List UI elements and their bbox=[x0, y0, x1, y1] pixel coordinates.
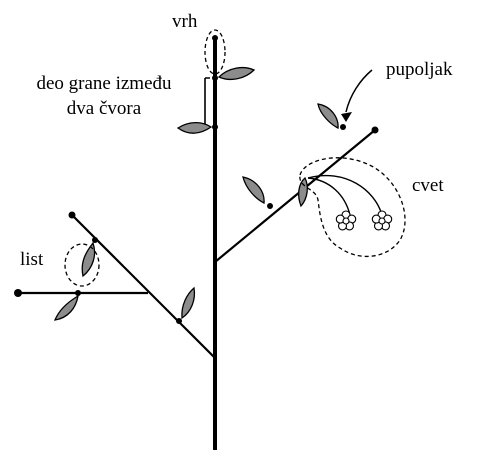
pupoljak-arrow bbox=[345, 69, 373, 113]
left-branch bbox=[71, 214, 216, 359]
leaf-icon bbox=[317, 103, 339, 130]
leaf-icon bbox=[181, 286, 196, 320]
flower-highlight bbox=[299, 157, 406, 258]
leaf-icon bbox=[217, 66, 256, 81]
label-cvet: cvet bbox=[412, 175, 444, 196]
flower-icon bbox=[335, 210, 357, 231]
node-icon bbox=[212, 75, 218, 81]
flower-stalk bbox=[307, 174, 383, 216]
apex-bud bbox=[212, 35, 218, 41]
flower-stalk bbox=[307, 177, 351, 216]
node-icon bbox=[75, 290, 81, 296]
node-icon bbox=[267, 203, 273, 209]
bud-icon bbox=[340, 124, 346, 130]
label-internode-line1: deo grane između bbox=[36, 73, 172, 94]
list-highlight bbox=[64, 243, 100, 287]
leaf-icon bbox=[53, 294, 79, 321]
label-pupoljak: pupoljak bbox=[386, 59, 453, 80]
right-branch-tip-bud bbox=[371, 126, 379, 134]
internode-bracket bbox=[204, 77, 210, 128]
leaf-icon bbox=[81, 241, 96, 278]
flower-icon bbox=[371, 210, 393, 231]
label-vrh: vrh bbox=[172, 11, 198, 32]
sub-branch-tip-bud bbox=[14, 289, 22, 297]
arrowhead-icon bbox=[341, 112, 352, 122]
label-list: list bbox=[20, 249, 44, 270]
node-icon bbox=[176, 318, 182, 324]
right-branch bbox=[214, 129, 376, 263]
left-branch-tip-bud bbox=[68, 211, 76, 219]
apex-highlight bbox=[204, 29, 226, 75]
leaf-icon bbox=[176, 121, 213, 134]
node-icon bbox=[92, 237, 98, 243]
node-icon bbox=[212, 124, 218, 130]
leaf-icon bbox=[242, 176, 265, 205]
label-internode-line2: dva čvora bbox=[66, 98, 142, 119]
leaf-icon bbox=[298, 176, 308, 208]
